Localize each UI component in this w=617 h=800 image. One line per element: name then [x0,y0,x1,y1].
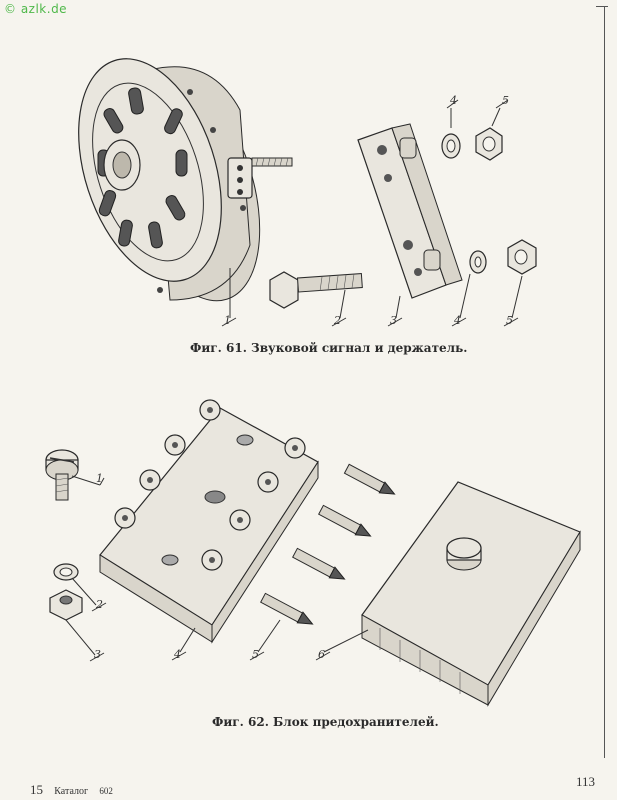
callout-5-top: 5 [502,94,509,107]
callout-5: 5 [252,648,259,661]
callout-4: 4 [173,648,181,661]
catalog-number: 602 [99,786,113,796]
fuse-illustrations [260,463,396,625]
horn-illustration [78,58,293,302]
page-number: 113 [576,774,596,789]
callout-3: 3 [94,648,101,661]
screw-illustration [45,449,79,501]
fuse-block-cover-illustration [361,481,581,707]
figure-62-caption: Фиг. 62. Блок предохранителей. [212,715,439,729]
fig62-leader-lines [65,475,369,662]
catalog-label: Каталог [54,786,89,797]
callout-3: 3 [390,314,397,327]
fig61-callouts: 1 2 3 4 5 4 5 [224,94,513,327]
callout-4-top: 4 [449,94,457,107]
callout-1: 1 [224,314,231,327]
washer-nut-illustrations [441,127,537,275]
callout-4-bottom: 4 [453,314,461,327]
fuse-block-base-illustration [99,399,319,644]
bolt-illustration [269,271,363,309]
callout-2: 2 [333,314,341,327]
watermark: © azlk.de [4,2,68,16]
callout-5-bottom: 5 [506,314,513,327]
callout-1: 1 [96,472,103,485]
fig61-leader-lines [221,99,523,327]
lock-washer-nut-illustrations [49,563,83,621]
figure-61-caption: Фиг. 61. Звуковой сигнал и держатель. [190,341,468,355]
callout-6: 6 [318,648,325,661]
fig62-callouts: 1 2 3 4 5 6 [94,472,325,661]
callout-2: 2 [95,598,103,611]
holder-bracket-illustration [357,123,463,299]
page-edge-line [604,6,605,758]
sheet-number: 15 [30,782,43,797]
page-corner-mark [596,6,608,7]
footer-left: 15 Каталог 602 [30,782,121,798]
